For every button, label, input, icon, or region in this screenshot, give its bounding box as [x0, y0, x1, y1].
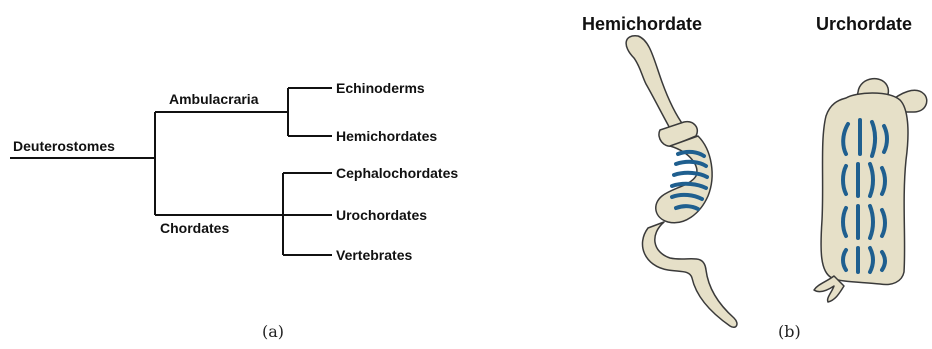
- label-deuterostomes: Deuterostomes: [13, 138, 115, 154]
- urochordate-title: Urchordate: [816, 14, 912, 34]
- panel-a-letter: (a): [262, 322, 284, 341]
- label-vertebrates: Vertebrates: [336, 247, 412, 263]
- label-hemichordates: Hemichordates: [336, 128, 437, 144]
- label-cephalochordates: Cephalochordates: [336, 165, 458, 181]
- label-echinoderms: Echinoderms: [336, 80, 425, 96]
- hemichordate-illustration: [626, 36, 737, 328]
- phylogenetic-tree: Deuterostomes Ambulacraria Chordates Ech…: [10, 80, 458, 263]
- panel-b-letter: (b): [778, 322, 801, 341]
- label-ambulacraria: Ambulacraria: [169, 91, 259, 107]
- hemichordate-proboscis: [626, 36, 684, 132]
- hemichordate-trunk: [656, 136, 712, 223]
- urochordate-illustration: [814, 79, 927, 302]
- hemichordate-tail: [642, 222, 736, 327]
- label-chordates: Chordates: [160, 220, 229, 236]
- hemichordate-title: Hemichordate: [582, 14, 702, 34]
- label-urochordates: Urochordates: [336, 207, 427, 223]
- urochordate-body: [821, 93, 908, 285]
